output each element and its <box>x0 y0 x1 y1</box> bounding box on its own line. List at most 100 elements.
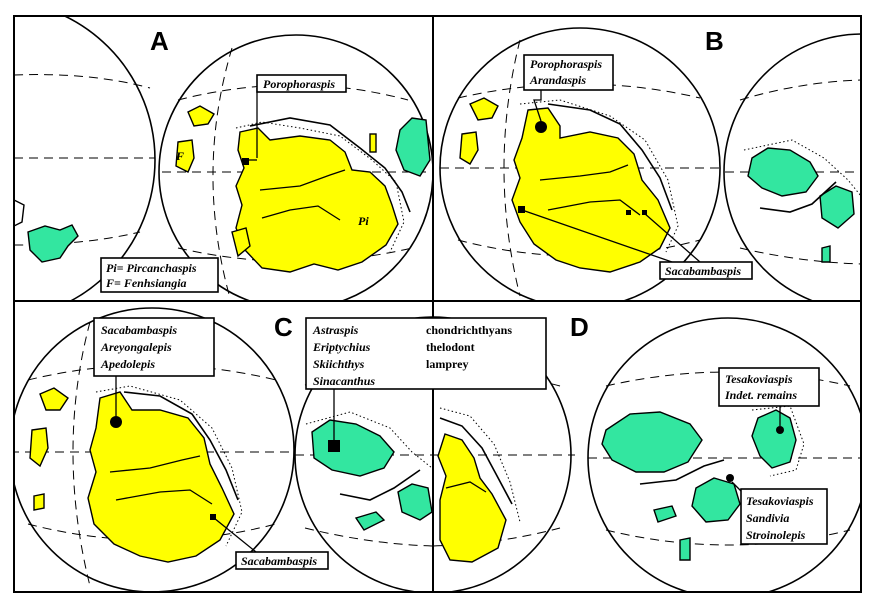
latitude-line <box>739 247 861 265</box>
landmass-yellow <box>39 387 69 411</box>
plate-suture <box>547 199 641 216</box>
legend-pircanchaspis: Pi= Pircanchaspis <box>106 261 197 275</box>
shelf-outline <box>439 407 521 523</box>
label-porophoraspis-b: Porophoraspis <box>530 57 602 71</box>
subduction-zone <box>547 103 673 211</box>
landmass-green <box>747 147 819 197</box>
locality-marker <box>726 474 734 482</box>
legend-box-a <box>100 257 219 293</box>
plate-suture <box>259 169 346 191</box>
plate-suture <box>115 489 213 505</box>
landmass-green <box>821 245 831 263</box>
locality-marker <box>328 440 340 452</box>
shelf-outline <box>751 405 805 477</box>
landmass-yellow <box>459 131 479 165</box>
shelf-outline <box>519 99 679 253</box>
landmass-yellow <box>175 139 195 173</box>
label-porophoraspis: Porophoraspis <box>263 77 335 91</box>
label-tesakoviaspis-d1: Tesakoviaspis <box>725 372 793 386</box>
subduction-zone <box>759 181 837 213</box>
latitude-line <box>304 527 432 547</box>
gondwana-landmass <box>437 433 507 563</box>
label-box-b-sacabambaspis <box>659 261 753 280</box>
locality-marker <box>518 206 525 213</box>
landmass-yellow <box>469 97 499 121</box>
landmass-green <box>354 511 386 531</box>
landmass-yellow <box>33 493 45 511</box>
locality-marker <box>776 426 784 434</box>
panel-letter-b: B <box>705 26 724 56</box>
label-box-d-upper <box>718 367 820 407</box>
label-box-c-list <box>305 317 547 390</box>
label-thelodont: thelodont <box>426 340 475 354</box>
map-label-pi: Pi <box>358 214 369 228</box>
locality-marker <box>110 416 122 428</box>
landmass-green <box>751 409 797 469</box>
meridian-line <box>212 47 233 299</box>
label-sacabambaspis-c2: Sacabambaspis <box>241 554 317 568</box>
shelf-outline <box>235 121 405 253</box>
landmass-green <box>311 419 395 477</box>
label-arandaspis: Arandaspis <box>529 73 586 87</box>
plate-suture <box>539 164 629 181</box>
latitude-line <box>14 74 151 89</box>
meridian-line <box>72 321 91 587</box>
latitude-line <box>177 247 413 262</box>
label-areyongalepis: Areyongalepis <box>100 340 172 354</box>
latitude-line <box>739 79 861 101</box>
panel-letter-a: A <box>150 26 169 56</box>
landmass-green <box>397 483 432 521</box>
label-tesakoviaspis-d2: Tesakoviaspis <box>746 494 814 508</box>
label-chondrichthyans: chondrichthyans <box>426 323 512 337</box>
label-box-d-lower <box>740 488 828 545</box>
landmass-green <box>691 477 741 523</box>
landmass-green <box>14 199 25 227</box>
shelf-outline <box>743 139 861 197</box>
leader-line <box>521 209 673 263</box>
subduction-zone <box>439 417 513 505</box>
plate-suture <box>261 205 341 221</box>
plate-suture <box>109 455 201 473</box>
landmass-green <box>27 224 79 263</box>
label-lamprey: lamprey <box>426 357 468 371</box>
landmass-yellow <box>369 133 377 153</box>
shelf-outline <box>95 385 243 547</box>
label-box-c-sacabambaspis <box>235 551 329 570</box>
landmass-green <box>653 505 677 523</box>
map-label-f: F <box>175 149 184 163</box>
label-box-b-taxa <box>523 54 614 91</box>
landmass-green <box>819 185 855 229</box>
label-astraspis: Astraspis <box>312 323 359 337</box>
label-apedolepis: Apedolepis <box>100 357 155 371</box>
latitude-line <box>177 84 409 101</box>
label-skiichthys: Skiichthys <box>313 357 365 371</box>
panel-letter-d: D <box>570 312 589 342</box>
subduction-zone <box>339 469 421 501</box>
label-box-a-porophoraspis <box>256 74 347 93</box>
locality-marker <box>242 158 249 165</box>
landmass-green <box>601 411 703 473</box>
subduction-zone <box>123 391 239 501</box>
panel-letter-c: C <box>274 312 293 342</box>
label-sacabambaspis-c: Sacabambaspis <box>101 323 177 337</box>
label-sacabambaspis-b: Sacabambaspis <box>665 264 741 278</box>
label-sandivia: Sandivia <box>746 511 789 525</box>
landmass-yellow <box>231 227 251 258</box>
locality-marker <box>210 514 216 520</box>
panel-b <box>439 27 861 301</box>
label-eriptychius: Eriptychius <box>312 340 371 354</box>
plate-suture <box>445 481 487 493</box>
meridian-line <box>503 39 521 297</box>
leader-line <box>533 90 542 122</box>
label-indet-remains: Indet. remains <box>724 388 797 402</box>
locality-marker <box>626 210 631 215</box>
leader-line <box>213 517 257 553</box>
label-stroinolepis: Stroinolepis <box>746 528 806 542</box>
figure-frame <box>13 15 862 593</box>
label-sinacanthus: Sinacanthus <box>313 374 375 388</box>
gondwana-landmass <box>87 391 235 563</box>
landmass-yellow <box>29 427 49 468</box>
landmass-yellow <box>187 105 215 127</box>
shelf-outline <box>305 411 432 469</box>
